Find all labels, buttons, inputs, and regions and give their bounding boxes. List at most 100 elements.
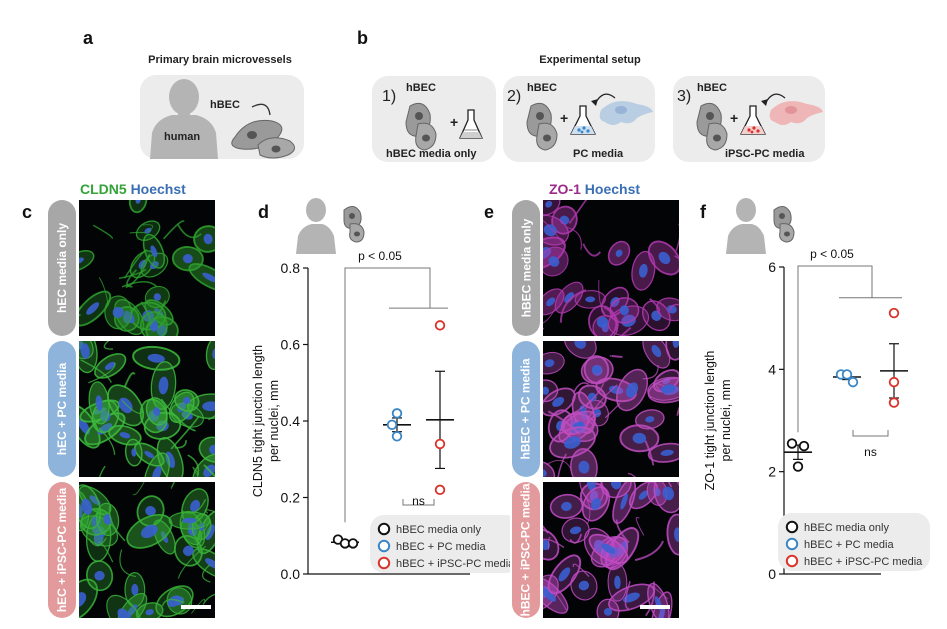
step-2-illustration (526, 93, 653, 151)
nucleus (578, 460, 590, 474)
row-tab-pc-media: hEC + PC media (48, 341, 76, 477)
row-tab-media-only: hEC media only (48, 200, 76, 336)
nucleus (543, 224, 557, 237)
nucleus (118, 397, 133, 414)
junction-strand (582, 243, 602, 257)
junction-strand (160, 398, 196, 432)
nucleus (651, 345, 662, 358)
junction-strand (669, 303, 679, 312)
cell-border (596, 598, 620, 618)
cell-border (198, 436, 215, 463)
step-3-card: 3) hBEC + iPSC-PC media (673, 76, 825, 162)
cell-border (166, 587, 193, 615)
micrograph-zo1-ipsc-pc-media (543, 482, 679, 618)
nucleus (92, 407, 107, 415)
nucleus (619, 305, 629, 316)
row-label: hBEC media only (519, 218, 533, 318)
nucleus (131, 448, 137, 457)
junction-strand (142, 224, 154, 233)
nucleus (135, 200, 141, 204)
cell-border (543, 576, 569, 614)
y-tick-label: 0 (768, 566, 776, 582)
junction-strand (644, 440, 655, 466)
step-1-number: 1) (382, 88, 397, 105)
cell-border (543, 528, 560, 561)
ns-bracket (852, 430, 889, 437)
junction-strand (627, 473, 637, 477)
significance-bracket (797, 265, 873, 433)
data-point (888, 397, 900, 408)
step-3-caption: iPSC-PC media (725, 148, 805, 160)
cell-border (543, 461, 556, 477)
cell-border (106, 594, 143, 618)
junction-strand (126, 269, 138, 288)
junction-strand (121, 400, 144, 414)
junction-strand (642, 365, 659, 380)
nucleus (603, 607, 613, 616)
panel-e-title: ZO-1 Hoechst (549, 181, 640, 197)
junction-strand (572, 563, 590, 577)
junction-strand (543, 327, 545, 330)
cell-border (79, 341, 98, 374)
junction-strand (634, 540, 664, 562)
junction-strand (605, 402, 621, 419)
junction-strand (88, 537, 107, 547)
nucleus (662, 486, 674, 501)
human-cell-icon (296, 198, 365, 254)
junction-strand (573, 382, 589, 393)
cell-border (95, 502, 120, 537)
nucleus (145, 609, 154, 616)
legend-label: hBEC + PC media (396, 541, 486, 553)
junction-strand (191, 598, 206, 614)
cell-border (156, 437, 184, 477)
nucleus (543, 386, 550, 395)
junction-strand (79, 305, 83, 317)
data-point (347, 538, 359, 549)
cell-border (79, 249, 95, 272)
panel-b-title: Experimental setup (539, 54, 641, 66)
junction-strand (543, 219, 566, 247)
legend-box (778, 513, 930, 571)
cell-border (168, 511, 211, 530)
nucleus (645, 416, 655, 423)
data-point (888, 307, 900, 319)
junction-strand (582, 492, 591, 525)
cell-border (549, 426, 596, 459)
nucleus (112, 306, 124, 318)
junction-strand (163, 220, 185, 240)
junction-strand (635, 517, 645, 536)
junction-strand (118, 268, 147, 280)
junction-strand (99, 465, 106, 477)
junction-strand (667, 482, 673, 488)
cell-border (139, 311, 168, 336)
nucleus (615, 249, 623, 257)
cell-border (114, 299, 145, 336)
junction-strand (141, 300, 167, 332)
human-label: human (164, 131, 201, 143)
cell-border (173, 534, 203, 567)
nucleus (625, 382, 639, 398)
junction-strand (170, 482, 176, 489)
nucleus (95, 395, 103, 411)
panel-c-title: CLDN5 Hoechst (80, 181, 186, 197)
legend-marker (785, 537, 799, 551)
zo1-label: ZO-1 (549, 181, 581, 197)
nucleus (182, 517, 197, 524)
junction-strand (676, 406, 679, 416)
ns-label: ns (864, 445, 877, 459)
nucleus (209, 444, 215, 455)
nucleus (183, 396, 191, 405)
nucleus (552, 396, 565, 407)
nucleus (632, 432, 647, 444)
cell-border (543, 246, 569, 277)
y-axis-label: per nuclei, mm (719, 380, 733, 462)
data-point (434, 320, 446, 331)
data-point (786, 438, 798, 449)
data-point (798, 440, 810, 452)
nucleus (585, 296, 596, 303)
nucleus (144, 227, 152, 234)
cell-border (558, 410, 596, 444)
step-3-illustration (696, 93, 823, 151)
nucleus (660, 449, 674, 456)
